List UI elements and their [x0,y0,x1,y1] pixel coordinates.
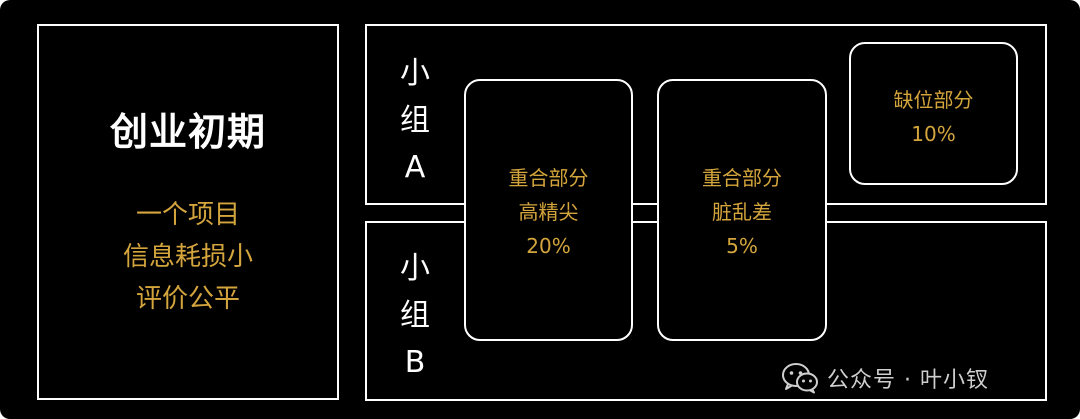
group-a-label: 小 组 A [367,50,463,191]
group-label-char: 组 [400,298,430,333]
card-heading: 重合部分 [508,166,589,190]
group-b-label: 小 组 B [367,245,463,386]
startup-stage-notes: 一个项目 信息耗损小 评价公平 [39,194,337,320]
group-label-char: 小 [400,251,430,286]
card-subheading: 高精尖 [518,200,579,224]
wechat-icon [782,363,818,394]
card-percent: 10% [911,122,956,146]
overlap-high-end-card: 重合部分 高精尖 20% [464,79,633,341]
watermark: 公众号 · 叶小钗 [781,358,989,398]
card-percent: 20% [526,234,571,258]
card-heading: 缺位部分 [893,88,974,112]
startup-note-line: 评价公平 [135,284,240,314]
group-label-char: A [404,150,426,185]
card-subheading: 脏乱差 [712,200,772,224]
group-label-char: 组 [400,103,430,138]
overlap-messy-card: 重合部分 脏乱差 5% [657,79,827,341]
card-heading: 重合部分 [702,166,782,190]
watermark-text: 公众号 · 叶小钗 [827,368,989,393]
card-percent: 5% [726,234,758,258]
group-label-char: 小 [400,56,430,91]
group-label-char: B [404,345,426,380]
startup-stage-title: 创业初期 [109,110,266,154]
gap-part-card: 缺位部分 10% [849,42,1018,185]
startup-stage-box: 创业初期 一个项目 信息耗损小 评价公平 [37,24,339,400]
startup-note-line: 一个项目 [135,200,240,230]
startup-note-line: 信息耗损小 [122,242,253,272]
